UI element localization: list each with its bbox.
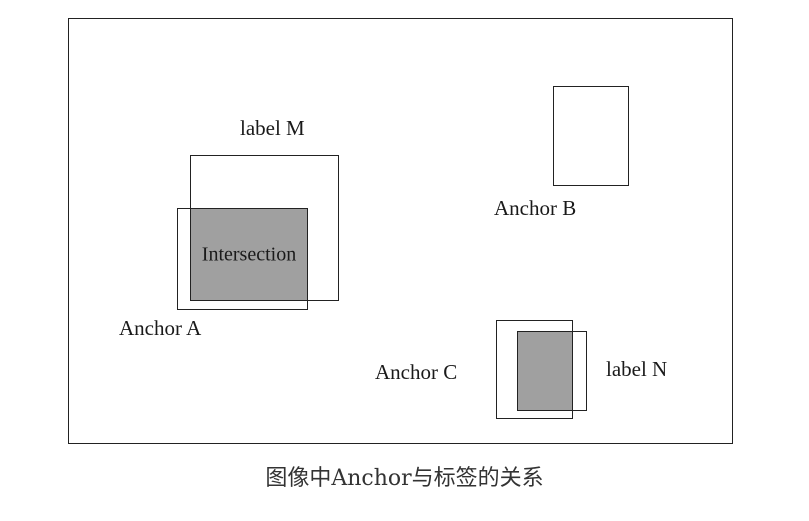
anchor-b-box bbox=[553, 86, 629, 186]
anchor-c-text: Anchor C bbox=[375, 360, 458, 384]
figure-caption: 图像中Anchor与标签的关系 bbox=[265, 466, 544, 491]
diagram-frame bbox=[68, 18, 733, 444]
anchor-b-text: Anchor B bbox=[494, 196, 577, 220]
label-m-text: label M bbox=[240, 116, 305, 140]
anchor-a-text: Anchor A bbox=[119, 316, 202, 340]
intersection-region: Intersection bbox=[190, 208, 308, 301]
overlap-region-c-n bbox=[517, 331, 573, 411]
label-n-text: label N bbox=[606, 357, 668, 381]
intersection-label: Intersection bbox=[201, 243, 297, 265]
